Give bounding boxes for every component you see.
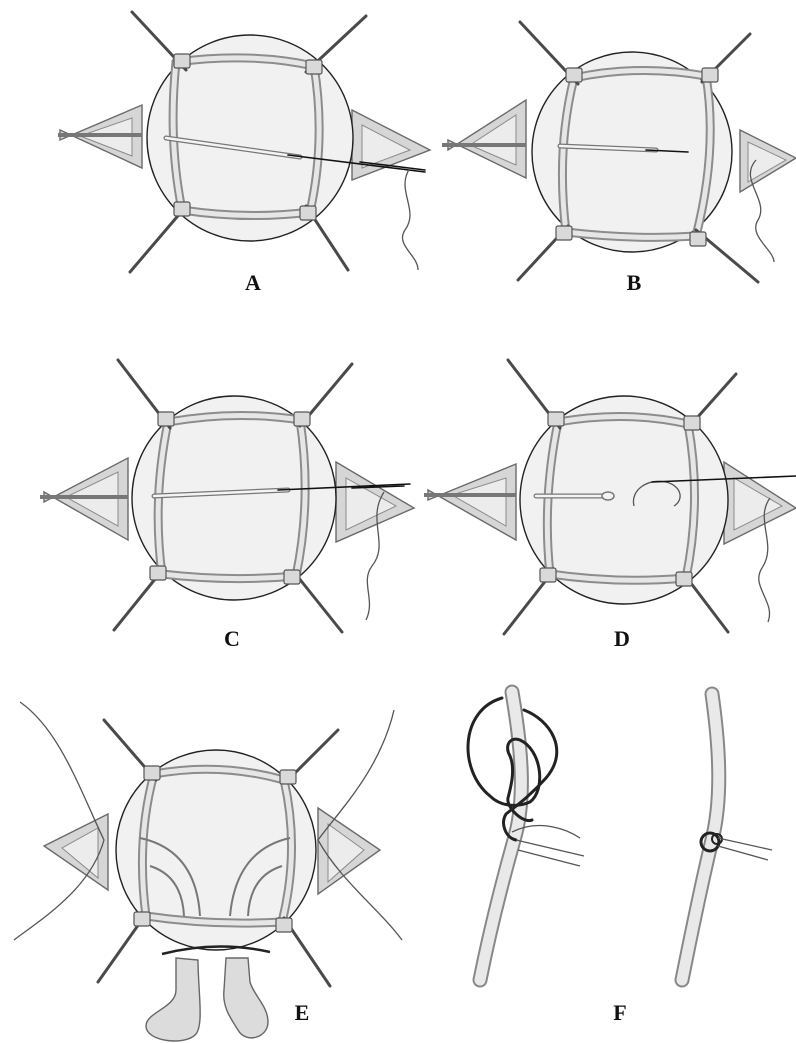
right-cone xyxy=(740,130,796,192)
panel-b-label: B xyxy=(614,270,654,296)
panel-d-illustration xyxy=(398,330,796,660)
panel-b-illustration xyxy=(398,0,796,300)
panel-e: E xyxy=(0,690,420,1043)
left-cone xyxy=(44,814,108,890)
panel-a-label: A xyxy=(233,270,273,296)
panel-f-illustration xyxy=(420,690,796,1043)
vessel-loop-open xyxy=(468,692,584,980)
left-thread xyxy=(14,702,104,940)
left-cone xyxy=(58,105,142,168)
left-cone xyxy=(424,464,516,540)
panel-c: C xyxy=(0,330,398,660)
panel-a: A xyxy=(0,0,398,300)
lobes xyxy=(146,958,268,1041)
right-cone xyxy=(724,462,796,544)
panel-d: D xyxy=(398,330,796,660)
left-cone xyxy=(40,458,128,540)
panel-c-illustration xyxy=(0,330,398,660)
panel-f-label: F xyxy=(600,1000,640,1026)
vessel-loop-tied xyxy=(682,694,772,980)
panel-e-illustration xyxy=(0,690,420,1043)
panel-b: B xyxy=(398,0,796,300)
panel-c-label: C xyxy=(212,626,252,652)
panel-d-label: D xyxy=(602,626,642,652)
panel-e-label: E xyxy=(282,1000,322,1026)
panel-a-illustration xyxy=(0,0,398,300)
left-cone xyxy=(442,100,526,178)
panel-f: F xyxy=(420,690,796,1043)
